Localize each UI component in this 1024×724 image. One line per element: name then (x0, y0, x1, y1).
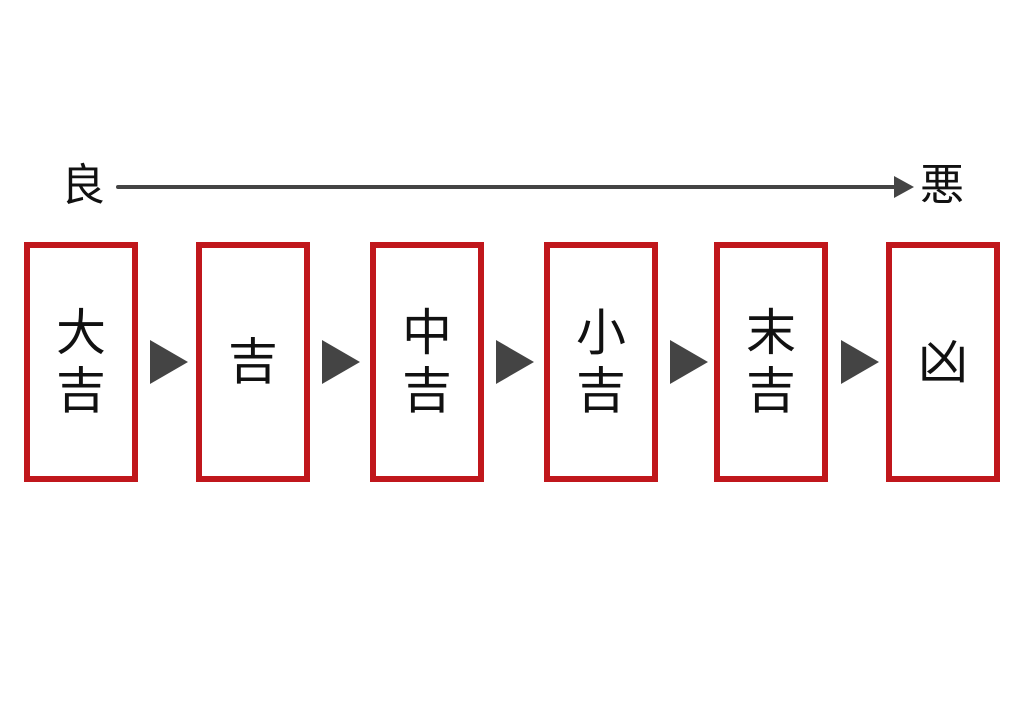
triangle-arrow-icon (670, 340, 708, 384)
fortune-char: 吉 (402, 362, 452, 420)
triangle-arrow-icon (841, 340, 879, 384)
fortune-box-chukichi: 中 吉 (370, 242, 484, 482)
fortune-char: 小 (576, 304, 626, 362)
triangle-arrow-icon (150, 340, 188, 384)
fortune-char: 吉 (228, 333, 278, 391)
fortune-char: 吉 (746, 362, 796, 420)
fortune-box-suekichi: 末 吉 (714, 242, 828, 482)
good-label: 良 (61, 160, 105, 211)
fortune-char: 中 (402, 304, 452, 362)
triangle-arrow-icon (322, 340, 360, 384)
fortune-char: 大 (56, 304, 106, 362)
fortune-box-daikichi: 大 吉 (24, 242, 138, 482)
fortune-box-shokichi: 小 吉 (544, 242, 658, 482)
fortune-box-kyo: 凶 (886, 242, 1000, 482)
fortune-box-kichi: 吉 (196, 242, 310, 482)
bad-label: 悪 (920, 160, 964, 211)
fortune-char: 吉 (56, 362, 106, 420)
triangle-arrow-icon (496, 340, 534, 384)
fortune-char: 末 (746, 304, 796, 362)
fortune-char: 凶 (918, 333, 968, 391)
fortune-char: 吉 (576, 362, 626, 420)
arrowhead-icon (894, 176, 914, 198)
